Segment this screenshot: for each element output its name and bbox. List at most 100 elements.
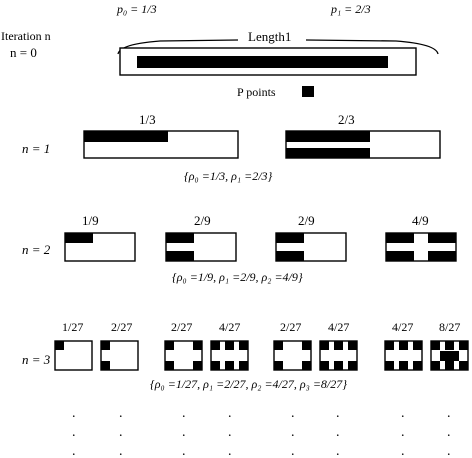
n3-cell-1-fill xyxy=(55,341,64,350)
n3-cell-label-2: 2/27 xyxy=(111,320,132,334)
dot: . xyxy=(336,425,340,440)
n3-cell-5-fill-c xyxy=(302,341,311,350)
n3-cell-label-3: 2/27 xyxy=(171,320,192,334)
n1-cell-2-fill-top xyxy=(286,131,370,142)
dot: . xyxy=(291,444,295,458)
dot: . xyxy=(401,425,405,440)
n2-cell-4-fill-c xyxy=(428,233,456,243)
dot: . xyxy=(119,406,123,421)
n3-cell-7-fill-e xyxy=(399,341,408,350)
n3-cell-8-fill-b xyxy=(431,361,440,370)
n3-rho-set: {ρ₀ =1/27, ρ₁ =2/27, ρ₂ =4/27, ρ₃ =8/27} xyxy=(150,377,347,391)
n3-cell-8-fill-f xyxy=(445,361,454,370)
n2-cell-3-fill-b xyxy=(276,251,304,261)
n2-cell-3-fill-a xyxy=(276,233,304,243)
dot: . xyxy=(336,406,340,421)
n1-rho-set: {ρ₀ =1/3, ρ₁ =2/3} xyxy=(184,169,273,183)
n3-cell-6-fill-a xyxy=(320,341,329,350)
n2-cell-label-1: 1/9 xyxy=(82,213,99,228)
n2-cell-2-fill-b xyxy=(166,251,194,261)
n3-cell-label-1: 1/27 xyxy=(62,320,83,334)
dot: . xyxy=(72,406,76,421)
dot: . xyxy=(182,444,186,458)
n3-cell-5-fill-a xyxy=(274,341,283,350)
n3-cell-7-fill-d xyxy=(413,361,422,370)
n3-cell-5-fill-b xyxy=(274,361,283,370)
n3-cell-4-fill-a xyxy=(211,341,220,350)
n3-cell-8-fill-h xyxy=(449,351,459,361)
row-label-n3: n = 3 xyxy=(22,352,51,367)
dot: . xyxy=(182,406,186,421)
dot: . xyxy=(182,425,186,440)
row-label-n2: n = 2 xyxy=(22,242,51,257)
dot: . xyxy=(447,406,451,421)
n2-cell-2-fill-a xyxy=(166,233,194,243)
n3-cell-6-fill-e xyxy=(334,341,343,350)
dot: . xyxy=(228,406,232,421)
n1-cell-label-2: 2/3 xyxy=(338,112,355,127)
dot: . xyxy=(119,425,123,440)
n3-cell-2-fill-b xyxy=(101,361,110,370)
n3-cell-label-4: 4/27 xyxy=(219,320,240,334)
row-label-n0: n = 0 xyxy=(10,45,37,60)
n3-cell-4-fill-b xyxy=(211,361,220,370)
dot: . xyxy=(336,444,340,458)
n1-cell-1-fill xyxy=(84,131,168,142)
n2-cell-4-fill-d xyxy=(428,251,456,261)
n3-cell-5-fill-d xyxy=(302,361,311,370)
n2-cell-4-fill-a xyxy=(386,233,414,243)
n3-cell-6-fill-d xyxy=(348,361,357,370)
n3-cell-6-fill-f xyxy=(334,361,343,370)
n3-cell-7-fill-a xyxy=(385,341,394,350)
n0-bar-fill xyxy=(137,56,388,68)
n3-cell-label-7: 4/27 xyxy=(392,320,413,334)
n3-cell-2-fill-a xyxy=(101,341,110,350)
n3-cell-4-fill-e xyxy=(225,341,234,350)
n3-cell-8-fill-e xyxy=(445,341,454,350)
length-label: Length1 xyxy=(248,29,291,44)
n3-cell-3-fill-a xyxy=(165,341,174,350)
n3-cell-label-5: 2/27 xyxy=(280,320,301,334)
n3-cell-label-8: 8/27 xyxy=(439,320,460,334)
dot: . xyxy=(447,444,451,458)
n2-cell-1-fill xyxy=(65,233,93,243)
dot: . xyxy=(447,425,451,440)
p1-label: p₁ = 2/3 xyxy=(330,2,371,16)
n3-cell-7-fill-b xyxy=(385,361,394,370)
n3-cell-label-6: 4/27 xyxy=(328,320,349,334)
n3-cell-8-fill-a xyxy=(431,341,440,350)
n3-cell-3-fill-d xyxy=(193,361,202,370)
p0-label: p₀ = 1/3 xyxy=(116,2,157,16)
dot: . xyxy=(291,425,295,440)
n3-cell-8-fill-g xyxy=(440,351,450,361)
n3-cell-8-fill-d xyxy=(459,361,468,370)
length-brace xyxy=(117,39,439,55)
dot: . xyxy=(72,425,76,440)
dot: . xyxy=(228,444,232,458)
dot: . xyxy=(72,444,76,458)
dot: . xyxy=(401,406,405,421)
n2-cell-4-fill-b xyxy=(386,251,414,261)
dot: . xyxy=(291,406,295,421)
n3-cell-8-fill-c xyxy=(459,341,468,350)
n2-cell-label-3: 2/9 xyxy=(298,213,315,228)
dot: . xyxy=(228,425,232,440)
n3-cell-4-fill-c xyxy=(239,341,248,350)
n3-cell-3-fill-c xyxy=(193,341,202,350)
n1-cell-2-fill-bottom xyxy=(286,148,370,158)
n3-cell-7-fill-f xyxy=(399,361,408,370)
p-points-marker xyxy=(302,86,314,97)
n3-cell-6-fill-b xyxy=(320,361,329,370)
p-points-label: P points xyxy=(237,85,276,99)
n2-rho-set: {ρ₀ =1/9, ρ₁ =2/9, ρ₂ =4/9} xyxy=(172,270,303,284)
n3-cell-4-fill-d xyxy=(239,361,248,370)
n3-cell-7-fill-c xyxy=(413,341,422,350)
n2-cell-label-2: 2/9 xyxy=(194,213,211,228)
dot: . xyxy=(119,444,123,458)
dot: . xyxy=(401,444,405,458)
n3-cell-4-fill-f xyxy=(225,361,234,370)
n1-cell-label-1: 1/3 xyxy=(139,112,156,127)
continuation-dots: . . . . . . . . . . . . . . . . . . . . … xyxy=(72,406,451,458)
